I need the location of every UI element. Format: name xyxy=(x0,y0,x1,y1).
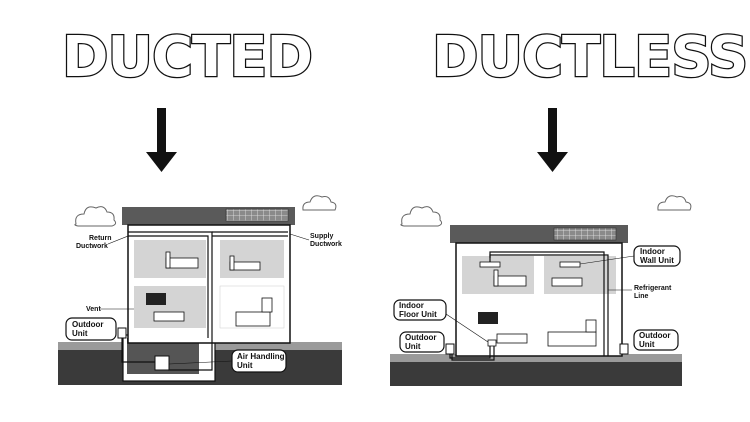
kitchen-icon xyxy=(235,297,273,327)
down-arrow-icon xyxy=(146,108,177,172)
outdoor-unit-icon xyxy=(445,343,455,355)
ductless-title: DUCTLESS xyxy=(431,25,750,90)
supply-ductwork-label: Supply Ductwork xyxy=(310,233,342,248)
bed-icon xyxy=(229,255,261,271)
solar-panel-icon xyxy=(225,208,289,222)
indoor-floor-unit-icon xyxy=(487,339,497,347)
indoor-floor-unit-label: Indoor Floor Unit xyxy=(399,301,437,319)
ducted-diagram: Return Ductwork Supply Ductwork Vent Out… xyxy=(58,195,342,385)
outdoor-line xyxy=(121,338,155,363)
ductwork xyxy=(128,231,288,371)
bed-icon xyxy=(493,269,527,287)
tv-icon xyxy=(146,293,166,305)
ducted-title: DUCTED xyxy=(61,25,315,90)
outdoor-unit-callout xyxy=(65,317,117,341)
kitchen-icon xyxy=(547,319,597,347)
outdoor-unit-left-callout xyxy=(399,331,445,353)
bed-icon xyxy=(165,251,199,269)
air-handling-unit-icon xyxy=(154,355,170,371)
living-room xyxy=(134,286,206,328)
outdoor-unit-label: Outdoor Unit xyxy=(72,320,106,338)
outdoor-unit-left-label: Outdoor Unit xyxy=(405,333,439,351)
refrigerant-line-label: Refrigerant Line xyxy=(634,285,673,300)
indoor-wall-unit-label: Indoor Wall Unit xyxy=(640,247,674,265)
ductless-diagram: Indoor Wall Unit Refrigerant Line Indoor… xyxy=(390,195,692,386)
sofa-icon xyxy=(153,311,185,322)
solar-panel-icon xyxy=(553,227,617,241)
cloud-icon xyxy=(400,195,692,227)
outdoor-unit-icon xyxy=(619,343,629,355)
return-ductwork-label: Return Ductwork xyxy=(76,235,114,250)
indoor-wall-unit-icon xyxy=(559,261,581,268)
outdoor-unit-right-label: Outdoor Unit xyxy=(639,331,673,349)
indoor-wall-unit-icon xyxy=(479,261,501,268)
bed-icon xyxy=(551,277,583,287)
air-handling-unit-label: Air Handling Unit xyxy=(237,352,287,370)
outdoor-unit-right-callout xyxy=(633,329,679,351)
vent-label: Vent xyxy=(86,306,101,313)
indoor-floor-unit-callout xyxy=(393,299,447,321)
ground-soil xyxy=(390,362,682,386)
ground-grass xyxy=(390,354,682,362)
outdoor-unit-icon xyxy=(117,327,127,339)
tv-icon xyxy=(478,312,498,324)
sofa-icon xyxy=(496,333,528,344)
down-arrow-icon xyxy=(537,108,568,172)
cloud-icon xyxy=(74,195,337,227)
